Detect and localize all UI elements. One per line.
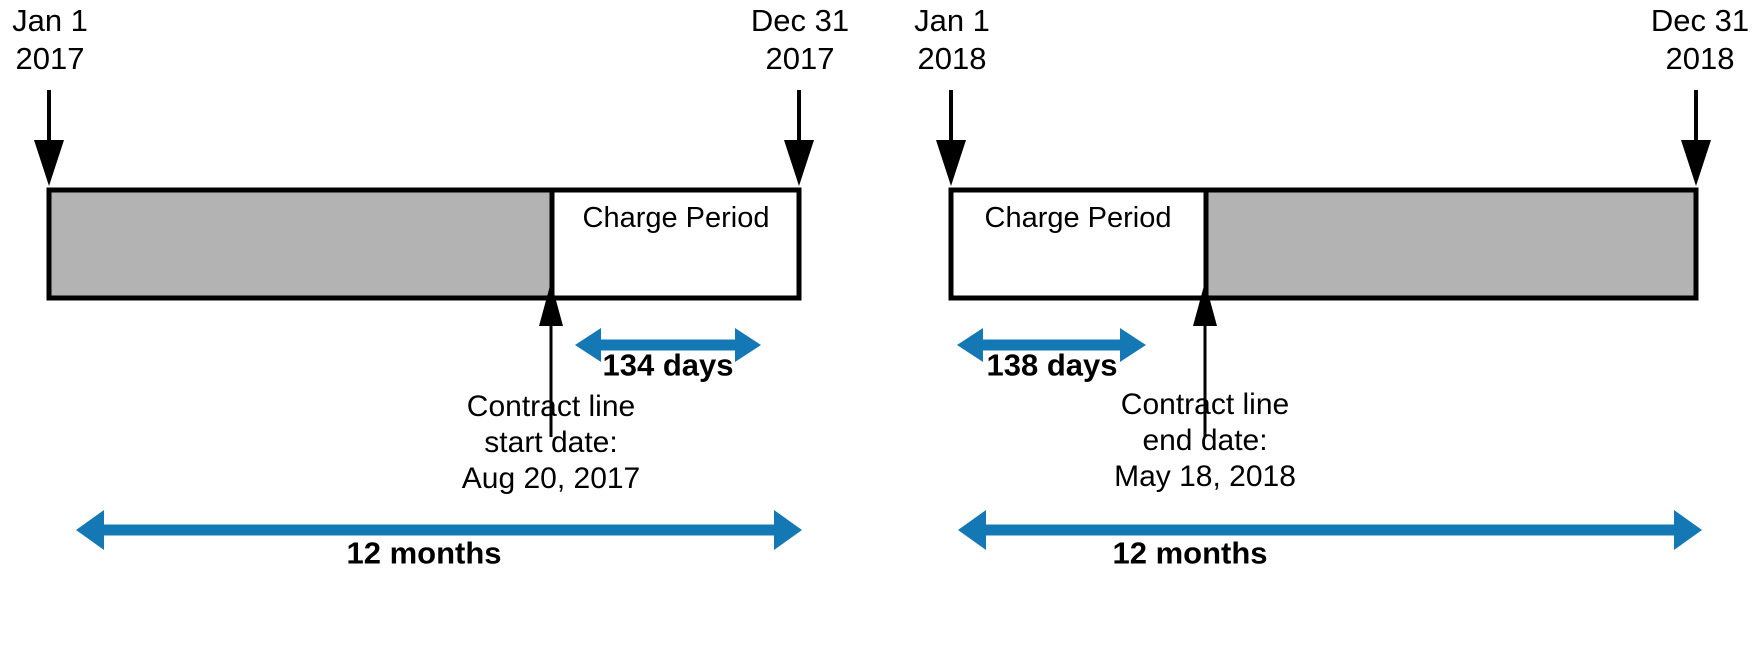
period-start-arrow-icon-2017 — [34, 90, 64, 186]
period-end-label-line1-2018: Dec 31 — [1651, 3, 1749, 38]
segment-not-charged-2017 — [49, 190, 552, 298]
period-start-label-line1-2017: Jan 1 — [12, 3, 88, 38]
callout-contract-start-line1: Contract line — [467, 390, 635, 423]
measure-arrow-134-days — [575, 328, 761, 362]
timeline-bar-outline-2017 — [46, 187, 802, 301]
contract-start-pointer-2017 — [539, 282, 563, 437]
period-start-arrow-icon-2018 — [936, 90, 966, 186]
measure-arrow-138-days — [957, 328, 1146, 362]
callout-contract-start-line2: start date: — [484, 426, 617, 459]
contract-end-pointer-2018 — [1193, 282, 1217, 437]
panel-year-2017: Jan 1 2017 Dec 31 2017 Charge Period — [12, 3, 849, 570]
segment-label-charge-period-2018: Charge Period — [985, 202, 1172, 234]
segment-label-charge-period-2017: Charge Period — [583, 202, 770, 234]
period-start-label-line1-2018: Jan 1 — [914, 3, 990, 38]
segment-charge-period-2017 — [552, 190, 799, 298]
callout-contract-end-line1: Contract line — [1121, 388, 1289, 421]
callout-contract-end-line2: end date: — [1142, 424, 1267, 457]
segment-not-charged-2018 — [1206, 190, 1696, 298]
span-label-12-months-2018: 12 months — [1112, 535, 1267, 570]
timeline-bar-outline-2018 — [948, 187, 1699, 301]
period-end-label-line1-2017: Dec 31 — [751, 3, 849, 38]
span-label-12-months-2017: 12 months — [346, 535, 501, 570]
period-end-label-line2-2017: 2017 — [766, 41, 835, 76]
callout-contract-start-line3: Aug 20, 2017 — [462, 462, 641, 495]
panel-year-2018: Jan 1 2018 Dec 31 2018 Charge Period — [914, 3, 1749, 570]
period-start-label-line2-2018: 2018 — [918, 41, 987, 76]
segment-charge-period-2018 — [951, 190, 1206, 298]
period-end-arrow-icon-2017 — [784, 90, 814, 186]
measure-label-138-days: 138 days — [987, 347, 1118, 382]
period-end-label-line2-2018: 2018 — [1666, 41, 1735, 76]
period-start-label-line2-2017: 2017 — [16, 41, 85, 76]
measure-label-134-days: 134 days — [603, 347, 734, 382]
callout-contract-end-line3: May 18, 2018 — [1114, 460, 1296, 493]
period-end-arrow-icon-2018 — [1681, 90, 1711, 186]
span-arrow-12-months-2017 — [76, 510, 802, 550]
span-arrow-12-months-2018 — [958, 510, 1702, 550]
